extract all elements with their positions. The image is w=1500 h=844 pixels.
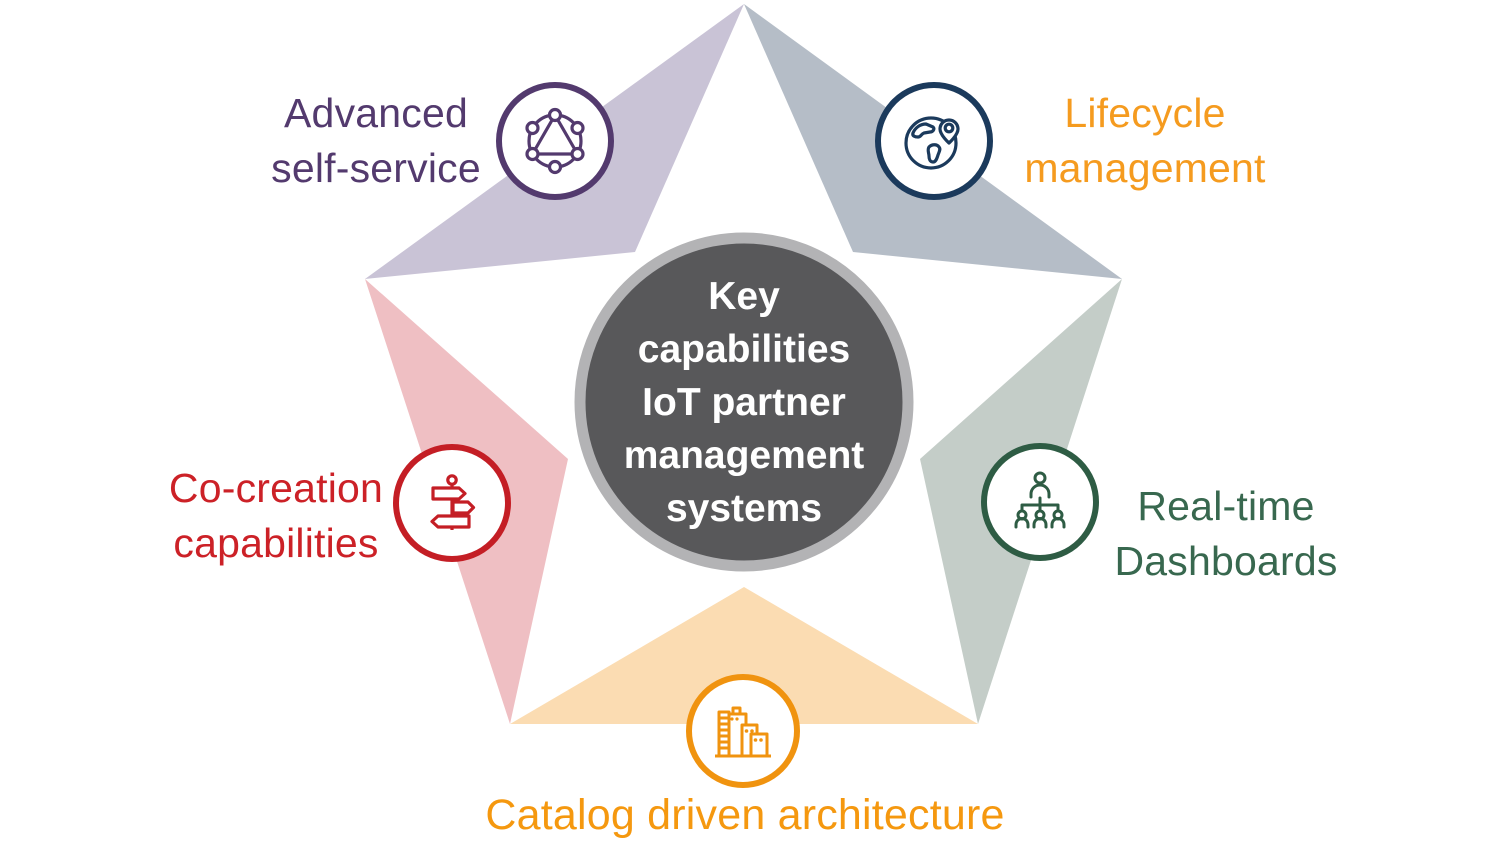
label-line: management bbox=[1024, 145, 1266, 191]
location-pin bbox=[938, 118, 960, 145]
label-line: Real-time bbox=[1137, 483, 1315, 529]
label-line: Co-creation bbox=[168, 465, 384, 511]
sign-plate-right bbox=[431, 486, 467, 501]
label-line: Advanced bbox=[284, 90, 468, 136]
label-advanced-self-service: Advanced self-service bbox=[196, 86, 556, 196]
center-title-line: IoT partner bbox=[642, 380, 846, 424]
network-icon bbox=[525, 107, 585, 175]
center-circle bbox=[574, 232, 914, 572]
label-catalog-driven-architecture: Catalog driven architecture bbox=[445, 788, 1045, 843]
center-title-line: management bbox=[623, 433, 865, 477]
signpost-finial bbox=[446, 474, 458, 486]
label-line: Dashboards bbox=[1114, 538, 1338, 584]
team-figure bbox=[1014, 516, 1030, 529]
label-real-time-dashboards: Real-time Dashboards bbox=[1046, 479, 1406, 589]
continent-south bbox=[926, 143, 942, 164]
label-lifecycle-management: Lifecycle management bbox=[965, 86, 1325, 196]
label-line: self-service bbox=[271, 145, 481, 191]
sign-plate-left bbox=[430, 514, 471, 529]
center-title-line: Key bbox=[708, 274, 780, 318]
advanced-self-service-badge bbox=[496, 82, 614, 200]
globe-outline bbox=[904, 116, 958, 170]
org-connectors bbox=[1020, 496, 1060, 512]
label-line: Catalog driven architecture bbox=[485, 791, 1005, 839]
manager-figure bbox=[1029, 483, 1051, 499]
buildings-icon bbox=[715, 706, 771, 758]
lifecycle-management-badge bbox=[875, 82, 993, 200]
center-title: Key capabilities IoT partner management … bbox=[574, 232, 914, 572]
network-links bbox=[530, 113, 580, 156]
label-line: Lifecycle bbox=[1064, 90, 1226, 136]
center-title-line: capabilities bbox=[637, 327, 851, 371]
team-figure bbox=[1050, 516, 1066, 529]
label-co-creation-capabilities: Co-creation capabilities bbox=[96, 461, 456, 571]
org-chart-icon bbox=[1014, 471, 1066, 529]
star-arm-catalog-driven-architecture bbox=[510, 587, 978, 724]
label-line: capabilities bbox=[173, 520, 379, 566]
building bbox=[749, 732, 769, 758]
sign-plate-right-small bbox=[451, 500, 476, 515]
tower-rungs bbox=[719, 716, 729, 750]
team-figure bbox=[1032, 516, 1048, 529]
continent-north bbox=[911, 122, 936, 139]
globe-pin-icon bbox=[904, 116, 960, 170]
signpost-icon bbox=[430, 474, 476, 530]
center-title-line: systems bbox=[665, 486, 823, 530]
windows bbox=[730, 717, 763, 742]
